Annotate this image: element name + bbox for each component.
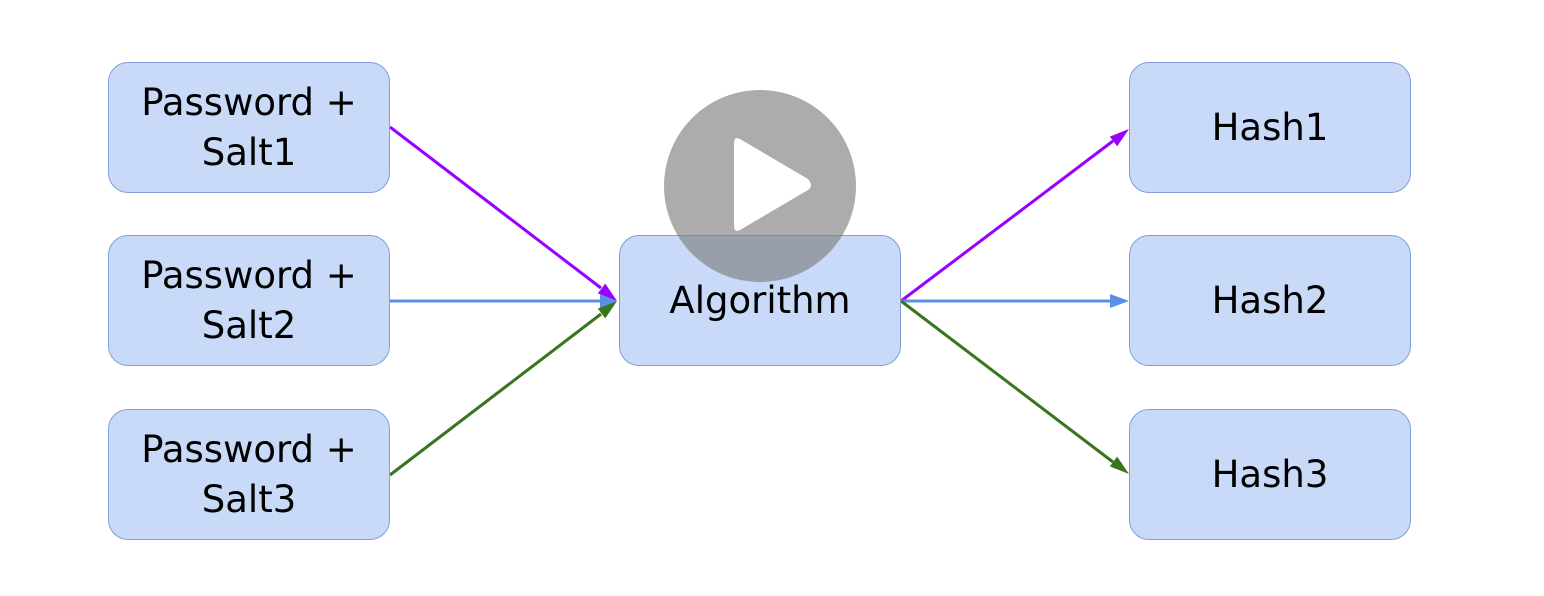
play-icon [734,138,811,231]
input-node-label-line1: Password + [141,81,357,125]
arrow-algorithm-to-hash2 [901,294,1129,308]
arrow-algorithm-to-hash1 [900,129,1129,303]
output-node-hash2: Hash2 [1129,235,1411,366]
output-node-label: Hash1 [1211,105,1329,149]
arrow-algorithm-to-hash3 [900,299,1129,474]
output-node-hash3: Hash3 [1129,409,1411,540]
output-node-hash1: Hash1 [1129,62,1411,193]
input-node-label-line1: Password + [141,428,357,472]
input-node-label-line1: Password + [141,254,357,298]
play-button[interactable] [664,90,856,282]
output-node-label: Hash3 [1211,452,1329,496]
output-node-label: Hash2 [1211,278,1329,322]
arrow-salt3-to-algorithm [389,301,617,477]
input-node-label-line2: Salt3 [201,477,297,521]
input-node-salt2: Password + Salt2 [108,235,390,366]
input-node-label-line2: Salt2 [201,303,297,347]
algorithm-node-label: Algorithm [669,278,851,322]
arrow-salt2-to-algorithm [390,294,617,308]
arrow-salt1-to-algorithm [389,125,617,301]
input-node-salt1: Password + Salt1 [108,62,390,193]
input-node-salt3: Password + Salt3 [108,409,390,540]
input-node-label-line2: Salt1 [201,130,297,174]
